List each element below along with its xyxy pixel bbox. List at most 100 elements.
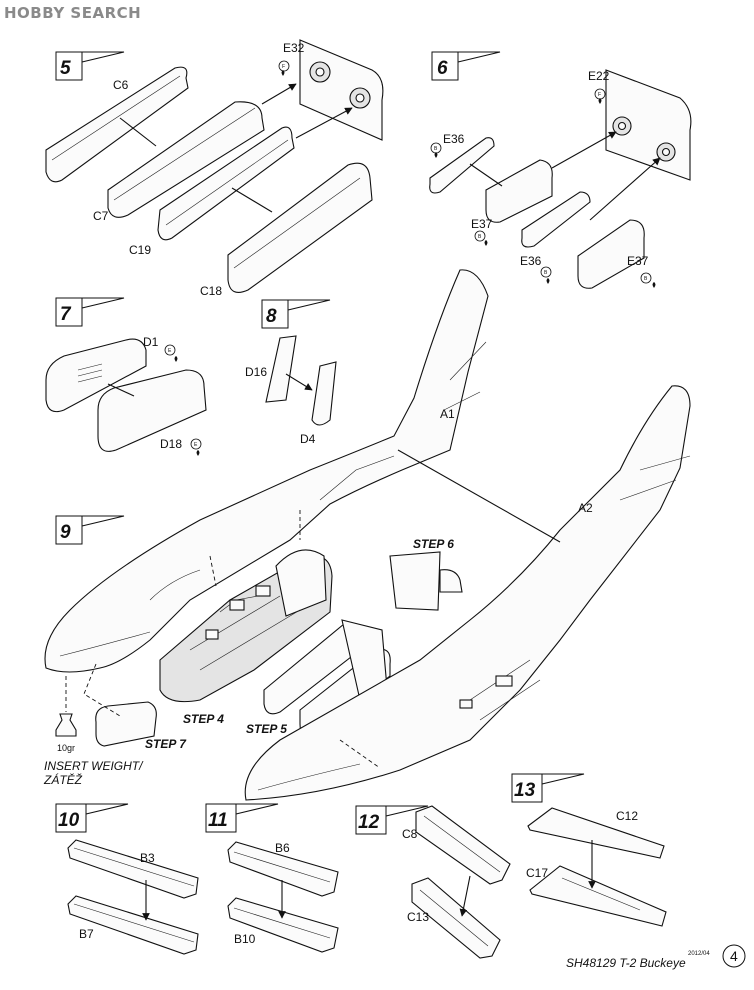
svg-text:F: F xyxy=(598,92,601,98)
step-7-flag: 7 xyxy=(55,297,125,327)
label-b7: B7 xyxy=(79,927,94,941)
part-e37-upper xyxy=(485,159,553,223)
part-c18 xyxy=(227,162,373,293)
color-marker-e-icon: E xyxy=(164,344,178,362)
color-marker-b-icon: B xyxy=(540,266,552,284)
part-d4 xyxy=(311,361,337,426)
weight-amount: 10gr xyxy=(57,743,75,753)
step-9-group: 9 xyxy=(43,269,691,801)
label-c19: C19 xyxy=(129,243,151,257)
print-date: 2012/04 xyxy=(688,951,710,957)
step-12-flag: 12 xyxy=(355,805,429,835)
label-c8: C8 xyxy=(402,827,418,841)
label-b6: B6 xyxy=(275,841,290,855)
cockpit-assembly xyxy=(159,549,333,703)
color-marker-f-icon: F xyxy=(594,88,606,104)
step-5-number: 5 xyxy=(60,58,71,79)
step-11-flag: 11 xyxy=(205,803,279,833)
step-12-group: 12 C8 C13 xyxy=(355,805,511,959)
sub-step-7: STEP 7 xyxy=(145,737,187,751)
part-e36-upper xyxy=(429,137,495,194)
label-e22: E22 xyxy=(588,69,610,83)
label-c12: C12 xyxy=(616,809,638,823)
part-d18 xyxy=(97,369,207,452)
step-6-flag: 6 xyxy=(431,51,501,81)
part-c12 xyxy=(527,807,665,859)
part-b7 xyxy=(67,895,199,955)
part-e37-lower xyxy=(577,219,645,289)
part-c19 xyxy=(157,126,295,241)
label-d4: D4 xyxy=(300,432,316,446)
step-7-number: 7 xyxy=(60,304,72,325)
label-c17: C17 xyxy=(526,866,548,880)
svg-text:B: B xyxy=(478,234,482,240)
label-a1: A1 xyxy=(440,407,455,421)
color-marker-b-icon: B xyxy=(474,230,488,246)
part-e32 xyxy=(299,39,384,141)
svg-text:E: E xyxy=(194,442,198,448)
label-e32: E32 xyxy=(283,41,305,55)
step-5-group: 5 xyxy=(45,39,384,298)
step-13-number: 13 xyxy=(514,780,536,801)
label-d1: D1 xyxy=(143,335,159,349)
footer: 2012/04 SH48129 T-2 Buckeye 4 xyxy=(566,944,746,970)
step-13-flag: 13 xyxy=(511,773,585,803)
label-c13: C13 xyxy=(407,910,429,924)
engine-face-part xyxy=(389,551,463,611)
sub-step-5: STEP 5 xyxy=(246,722,287,736)
kit-code: SH48129 T-2 Buckeye xyxy=(566,956,686,970)
label-e36-lower: E36 xyxy=(520,254,542,268)
part-e22 xyxy=(605,69,692,181)
sub-step-6: STEP 6 xyxy=(413,537,454,551)
part-c17 xyxy=(529,865,667,927)
part-b6 xyxy=(227,841,339,897)
weight-note-line2: ZÁTĚŽ xyxy=(43,772,83,787)
part-b10 xyxy=(227,897,339,953)
step-10-number: 10 xyxy=(58,810,80,831)
fuselage-half-a1 xyxy=(44,269,489,673)
step-6-number: 6 xyxy=(437,58,448,79)
part-c13 xyxy=(411,877,501,959)
fuselage-half-a2 xyxy=(244,385,691,801)
part-c6 xyxy=(45,66,189,183)
svg-text:E: E xyxy=(168,348,172,354)
label-e37-lower: E37 xyxy=(627,254,649,268)
step-13-group: 13 C12 C17 xyxy=(511,773,667,927)
part-d16 xyxy=(265,335,297,403)
step-8-flag: 8 xyxy=(261,299,331,329)
sub-step-4: STEP 4 xyxy=(183,712,224,726)
step-9-number: 9 xyxy=(60,522,71,543)
color-marker-f-icon: F xyxy=(278,60,290,76)
color-marker-e-icon: E xyxy=(190,438,202,456)
weight-icon xyxy=(55,713,77,737)
label-e37-upper: E37 xyxy=(471,217,493,231)
step-6-group: 6 E22 E36 xyxy=(429,51,692,289)
label-b10: B10 xyxy=(234,932,256,946)
label-c7: C7 xyxy=(93,209,109,223)
svg-text:F: F xyxy=(282,64,285,70)
color-marker-b-icon: B xyxy=(430,142,442,158)
step-7-group: 7 D1 D18 E E xyxy=(45,297,207,456)
label-a2: A2 xyxy=(578,501,593,515)
step-12-number: 12 xyxy=(358,812,380,833)
label-c6: C6 xyxy=(113,78,129,92)
part-c7 xyxy=(107,101,265,218)
hobby-search-watermark: HOBBY SEARCH xyxy=(4,4,142,22)
step-5-flag: 5 xyxy=(55,51,125,81)
part-e36-lower xyxy=(521,191,591,248)
intake-ducts-assembly xyxy=(263,619,391,737)
step-8-group: 8 D16 D4 xyxy=(245,299,337,446)
part-d1 xyxy=(45,338,147,413)
svg-text:B: B xyxy=(434,146,438,152)
step-10-flag: 10 xyxy=(55,803,129,833)
svg-text:B: B xyxy=(644,276,648,282)
label-d18: D18 xyxy=(160,437,182,451)
step-11-number: 11 xyxy=(208,810,228,831)
part-c8 xyxy=(415,805,511,885)
color-marker-b-icon: B xyxy=(640,272,656,288)
step-10-group: 10 B3 B7 xyxy=(55,803,199,955)
page-number: 4 xyxy=(730,948,738,964)
weight-note-line1: INSERT WEIGHT/ xyxy=(44,759,144,773)
step-8-number: 8 xyxy=(266,306,277,327)
